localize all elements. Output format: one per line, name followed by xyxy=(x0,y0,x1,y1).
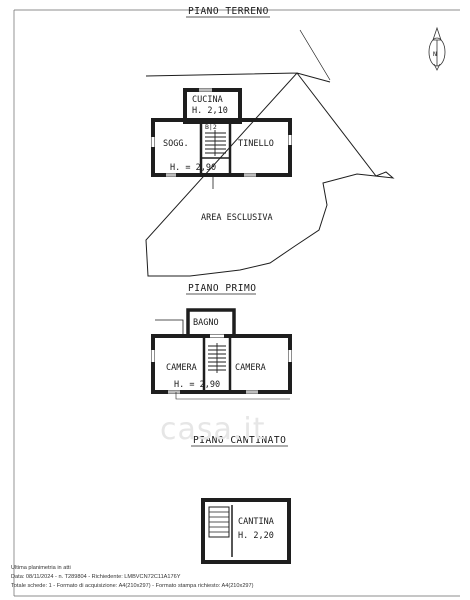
label-cellar-height: H. 2,20 xyxy=(238,531,274,541)
label-exclusive-area: AREA ESCLUSIVA xyxy=(201,213,273,223)
title-ground-floor: PIANO TERRENO xyxy=(188,6,269,17)
label-tinello: TINELLO xyxy=(238,139,274,149)
label-kitchen-height: H. 2,10 xyxy=(192,106,228,116)
label-kitchen: CUCINA xyxy=(192,95,223,105)
watermark: casa.it xyxy=(160,412,266,447)
ground-floor-plan xyxy=(145,29,395,277)
label-first-height: H. = 2,90 xyxy=(174,380,220,390)
label-camera-right: CAMERA xyxy=(235,363,266,373)
label-small: B|2 xyxy=(205,123,217,131)
cellar-plan xyxy=(201,498,291,564)
title-cellar: PIANO CANTINATO xyxy=(193,435,286,446)
page-border xyxy=(13,9,460,597)
label-cantina: CANTINA xyxy=(238,517,274,527)
title-first-floor: PIANO PRIMO xyxy=(188,283,256,294)
label-camera-left: CAMERA xyxy=(166,363,197,373)
label-sogg: SOGG. xyxy=(163,139,189,149)
north-arrow-icon xyxy=(428,26,446,71)
label-bath: BAGNO xyxy=(193,318,219,328)
footer-line-1: Ultima planimetria in atti xyxy=(11,565,71,571)
footer-line-3: Totale schede: 1 - Formato di acquisizio… xyxy=(11,583,254,589)
north-label: N xyxy=(433,50,437,58)
first-floor-plan xyxy=(151,308,292,400)
footer-line-2: Data: 08/11/2024 - n. T289804 - Richiede… xyxy=(11,574,181,580)
label-ground-height: H. = 2,90 xyxy=(170,163,216,173)
